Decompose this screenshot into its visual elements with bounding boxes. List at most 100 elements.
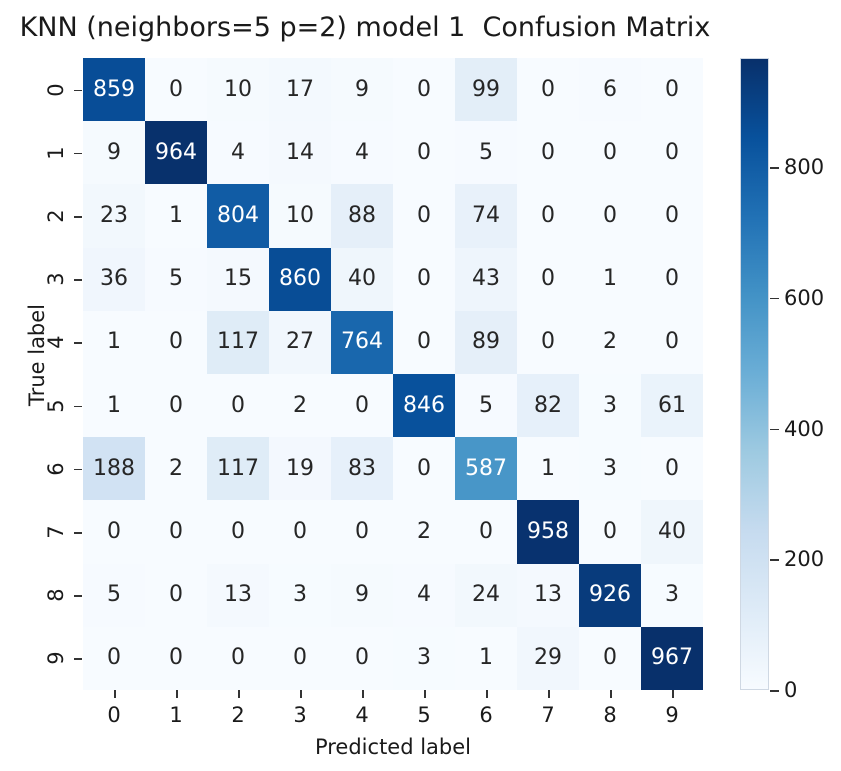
matrix-cell: 0 (393, 58, 455, 122)
matrix-cell-value: 0 (541, 76, 555, 102)
matrix-cell: 2 (145, 437, 207, 501)
matrix-cell: 0 (83, 626, 145, 690)
matrix-cell: 0 (393, 121, 455, 185)
matrix-cell: 804 (207, 184, 269, 248)
matrix-cell: 82 (517, 373, 579, 438)
matrix-cell: 0 (269, 626, 331, 690)
matrix-cell-value: 117 (217, 329, 259, 355)
matrix-cell-value: 0 (417, 139, 431, 165)
matrix-cell: 13 (207, 563, 269, 627)
matrix-cell-value: 0 (417, 329, 431, 355)
matrix-cell-value: 15 (224, 266, 252, 292)
matrix-cell: 0 (207, 500, 269, 564)
matrix-cell: 0 (83, 500, 145, 564)
matrix-cell-value: 0 (417, 455, 431, 481)
y-tick-label-2: 2 (44, 209, 68, 223)
matrix-cell: 0 (641, 121, 703, 185)
matrix-cell-value: 117 (217, 455, 259, 481)
matrix-cell: 13 (517, 563, 579, 627)
matrix-cell-value: 0 (169, 392, 183, 418)
y-tick-mark (74, 342, 82, 344)
colorbar-tick-mark (770, 690, 779, 692)
matrix-cell-value: 587 (465, 455, 507, 481)
matrix-cell-value: 0 (293, 645, 307, 671)
matrix-cell-value: 0 (603, 518, 617, 544)
matrix-cell-value: 0 (231, 518, 245, 544)
matrix-cell-value: 958 (527, 518, 569, 544)
matrix-cell-value: 1 (603, 266, 617, 292)
matrix-cell: 0 (641, 437, 703, 501)
matrix-cell-value: 0 (293, 518, 307, 544)
matrix-cell-value: 0 (355, 392, 369, 418)
matrix-cell: 846 (393, 373, 455, 438)
matrix-cell-value: 0 (355, 518, 369, 544)
matrix-cell: 99 (455, 58, 517, 122)
matrix-cell: 0 (145, 310, 207, 374)
colorbar-tick-mark (770, 428, 779, 431)
matrix-cell-value: 859 (93, 76, 135, 102)
y-axis-label: True label (25, 303, 49, 407)
x-tick-label-4: 4 (355, 703, 369, 727)
y-tick-label-0: 0 (44, 82, 68, 97)
matrix-cell-value: 27 (286, 329, 314, 355)
matrix-cell: 3 (579, 373, 641, 438)
matrix-cell-value: 0 (603, 645, 617, 671)
matrix-cell: 0 (579, 184, 641, 248)
matrix-cell: 0 (641, 184, 703, 248)
matrix-cell: 3 (269, 563, 331, 627)
matrix-cell: 860 (269, 247, 331, 311)
matrix-cell-value: 0 (665, 455, 679, 481)
matrix-cell-value: 4 (355, 139, 369, 165)
matrix-cell: 23 (83, 184, 145, 248)
matrix-cell: 0 (331, 626, 393, 690)
y-tick-label-7: 7 (44, 525, 68, 539)
matrix-cell: 0 (579, 500, 641, 564)
x-tick-mark (114, 690, 116, 698)
matrix-cell-value: 61 (658, 392, 686, 418)
matrix-cell: 0 (455, 500, 517, 564)
x-tick-mark (300, 690, 302, 698)
y-tick-label-6: 6 (44, 462, 68, 476)
matrix-cell-value: 0 (541, 266, 555, 292)
matrix-cell-value: 5 (107, 582, 121, 608)
matrix-cell: 3 (579, 437, 641, 501)
matrix-cell: 3 (393, 626, 455, 690)
x-tick-label-7: 7 (541, 703, 555, 727)
matrix-cell: 0 (641, 310, 703, 374)
matrix-cell-value: 5 (479, 139, 493, 165)
matrix-cell: 5 (83, 563, 145, 627)
matrix-cell: 1 (517, 437, 579, 501)
matrix-cell: 1 (579, 247, 641, 311)
colorbar-tick-label-200: 200 (784, 547, 825, 572)
y-tick-mark (74, 658, 82, 660)
matrix-cell-value: 0 (169, 645, 183, 671)
matrix-cell-value: 0 (417, 266, 431, 292)
matrix-cell-value: 860 (279, 266, 321, 292)
matrix-cell-value: 0 (665, 202, 679, 228)
matrix-cell-value: 926 (589, 582, 631, 608)
matrix-cell-value: 5 (479, 392, 493, 418)
matrix-cell-value: 0 (107, 645, 121, 671)
x-tick-label-2: 2 (231, 703, 245, 727)
x-tick-mark (672, 690, 674, 698)
matrix-cell-value: 967 (651, 645, 693, 671)
matrix-cell: 0 (269, 500, 331, 564)
matrix-cell-value: 0 (231, 392, 245, 418)
x-tick-label-9: 9 (665, 703, 679, 727)
colorbar-tick-label-400: 400 (784, 416, 825, 441)
matrix-cell: 0 (517, 184, 579, 248)
matrix-cell: 0 (393, 310, 455, 374)
matrix-cell: 0 (207, 626, 269, 690)
matrix-cell: 0 (517, 247, 579, 311)
x-tick-label-5: 5 (417, 703, 431, 727)
y-tick-mark (74, 89, 82, 92)
matrix-cell-value: 9 (107, 139, 121, 165)
x-tick-label-6: 6 (479, 703, 493, 727)
matrix-cell-value: 17 (286, 76, 314, 102)
matrix-cell: 188 (83, 437, 145, 501)
x-tick-mark (548, 690, 550, 698)
matrix-cell: 24 (455, 563, 517, 627)
matrix-cell: 40 (331, 247, 393, 311)
matrix-cell-value: 846 (403, 392, 445, 418)
x-tick-label-1: 1 (169, 703, 183, 727)
